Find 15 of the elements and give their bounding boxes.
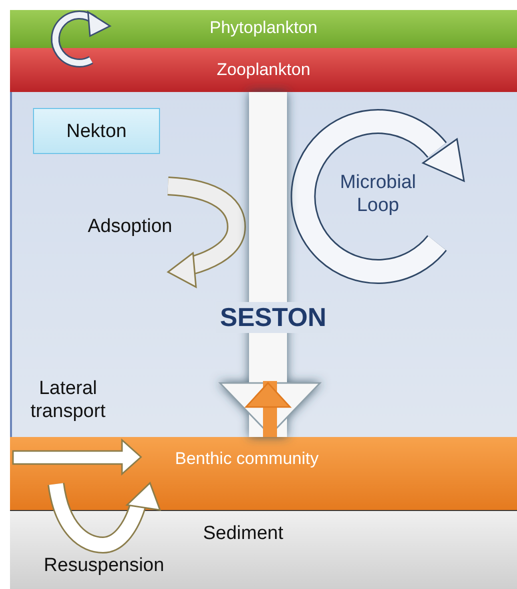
label: Lateral transport — [30, 378, 106, 424]
node-label: Benthic community — [175, 449, 319, 469]
label: Resuspension — [42, 555, 166, 578]
node-label: Zooplankton — [216, 60, 312, 80]
phytoplankton-band — [10, 10, 517, 48]
node-label: Sediment — [203, 523, 284, 545]
node-label: Phytoplankton — [208, 18, 318, 38]
benthic-community-band — [10, 437, 517, 510]
label: Adsoption — [86, 216, 174, 239]
node-label: Nekton — [65, 121, 128, 143]
label: Microbial Loop — [338, 172, 418, 218]
zooplankton-band — [10, 48, 517, 92]
nekton-box — [33, 108, 160, 154]
arrow — [245, 381, 291, 437]
sediment-band — [10, 510, 517, 589]
